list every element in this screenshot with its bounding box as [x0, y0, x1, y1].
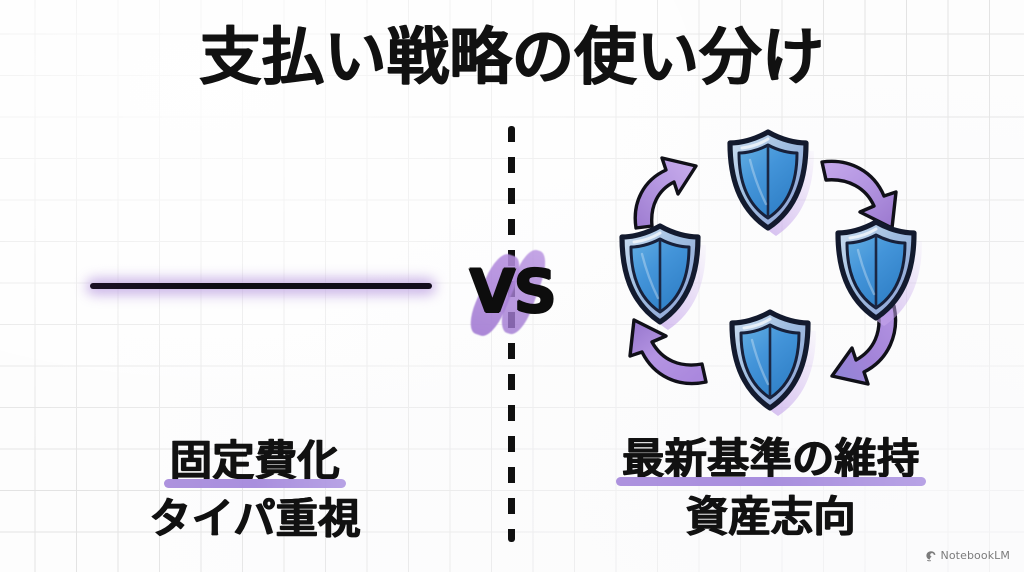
right-caption-secondary: 資産志向 — [685, 491, 856, 541]
flat-line-graphic — [86, 272, 436, 302]
caption-row: タイパ重視 — [40, 494, 470, 544]
cycle-arrow-top-left-icon — [622, 150, 714, 242]
cycle-arrow-top-right-icon — [816, 148, 908, 240]
right-caption-block: 最新基準の維持 資産志向 — [556, 434, 986, 541]
cycle-arrow-bottom-left-icon — [620, 304, 712, 396]
vs-label: VS — [469, 257, 557, 327]
cycle-arrow-bottom-right-icon — [816, 298, 908, 390]
left-caption-block: 固定費化 タイパ重視 — [40, 436, 470, 543]
left-caption-primary: 固定費化 — [163, 436, 347, 488]
caption-row: 固定費化 — [40, 436, 470, 488]
caption-row: 最新基準の維持 — [556, 434, 986, 486]
notebooklm-logo-icon — [925, 550, 937, 562]
shield-icon-bottom — [722, 308, 818, 420]
page-title: 支払い戦略の使い分け — [199, 20, 825, 93]
notebooklm-watermark: NotebookLM — [925, 549, 1010, 562]
left-caption-secondary: タイパ重視 — [149, 493, 361, 543]
notebooklm-watermark-label: NotebookLM — [940, 549, 1010, 562]
right-caption-primary: 最新基準の維持 — [616, 434, 926, 486]
shield-icon-top — [720, 128, 816, 240]
shield-cycle-diagram — [596, 126, 966, 426]
vs-badge: VS — [452, 246, 572, 340]
flat-line-stroke — [90, 283, 432, 289]
shield-icon-right — [828, 218, 924, 330]
shield-icon-left — [612, 222, 708, 334]
caption-row: 資産志向 — [556, 492, 986, 542]
